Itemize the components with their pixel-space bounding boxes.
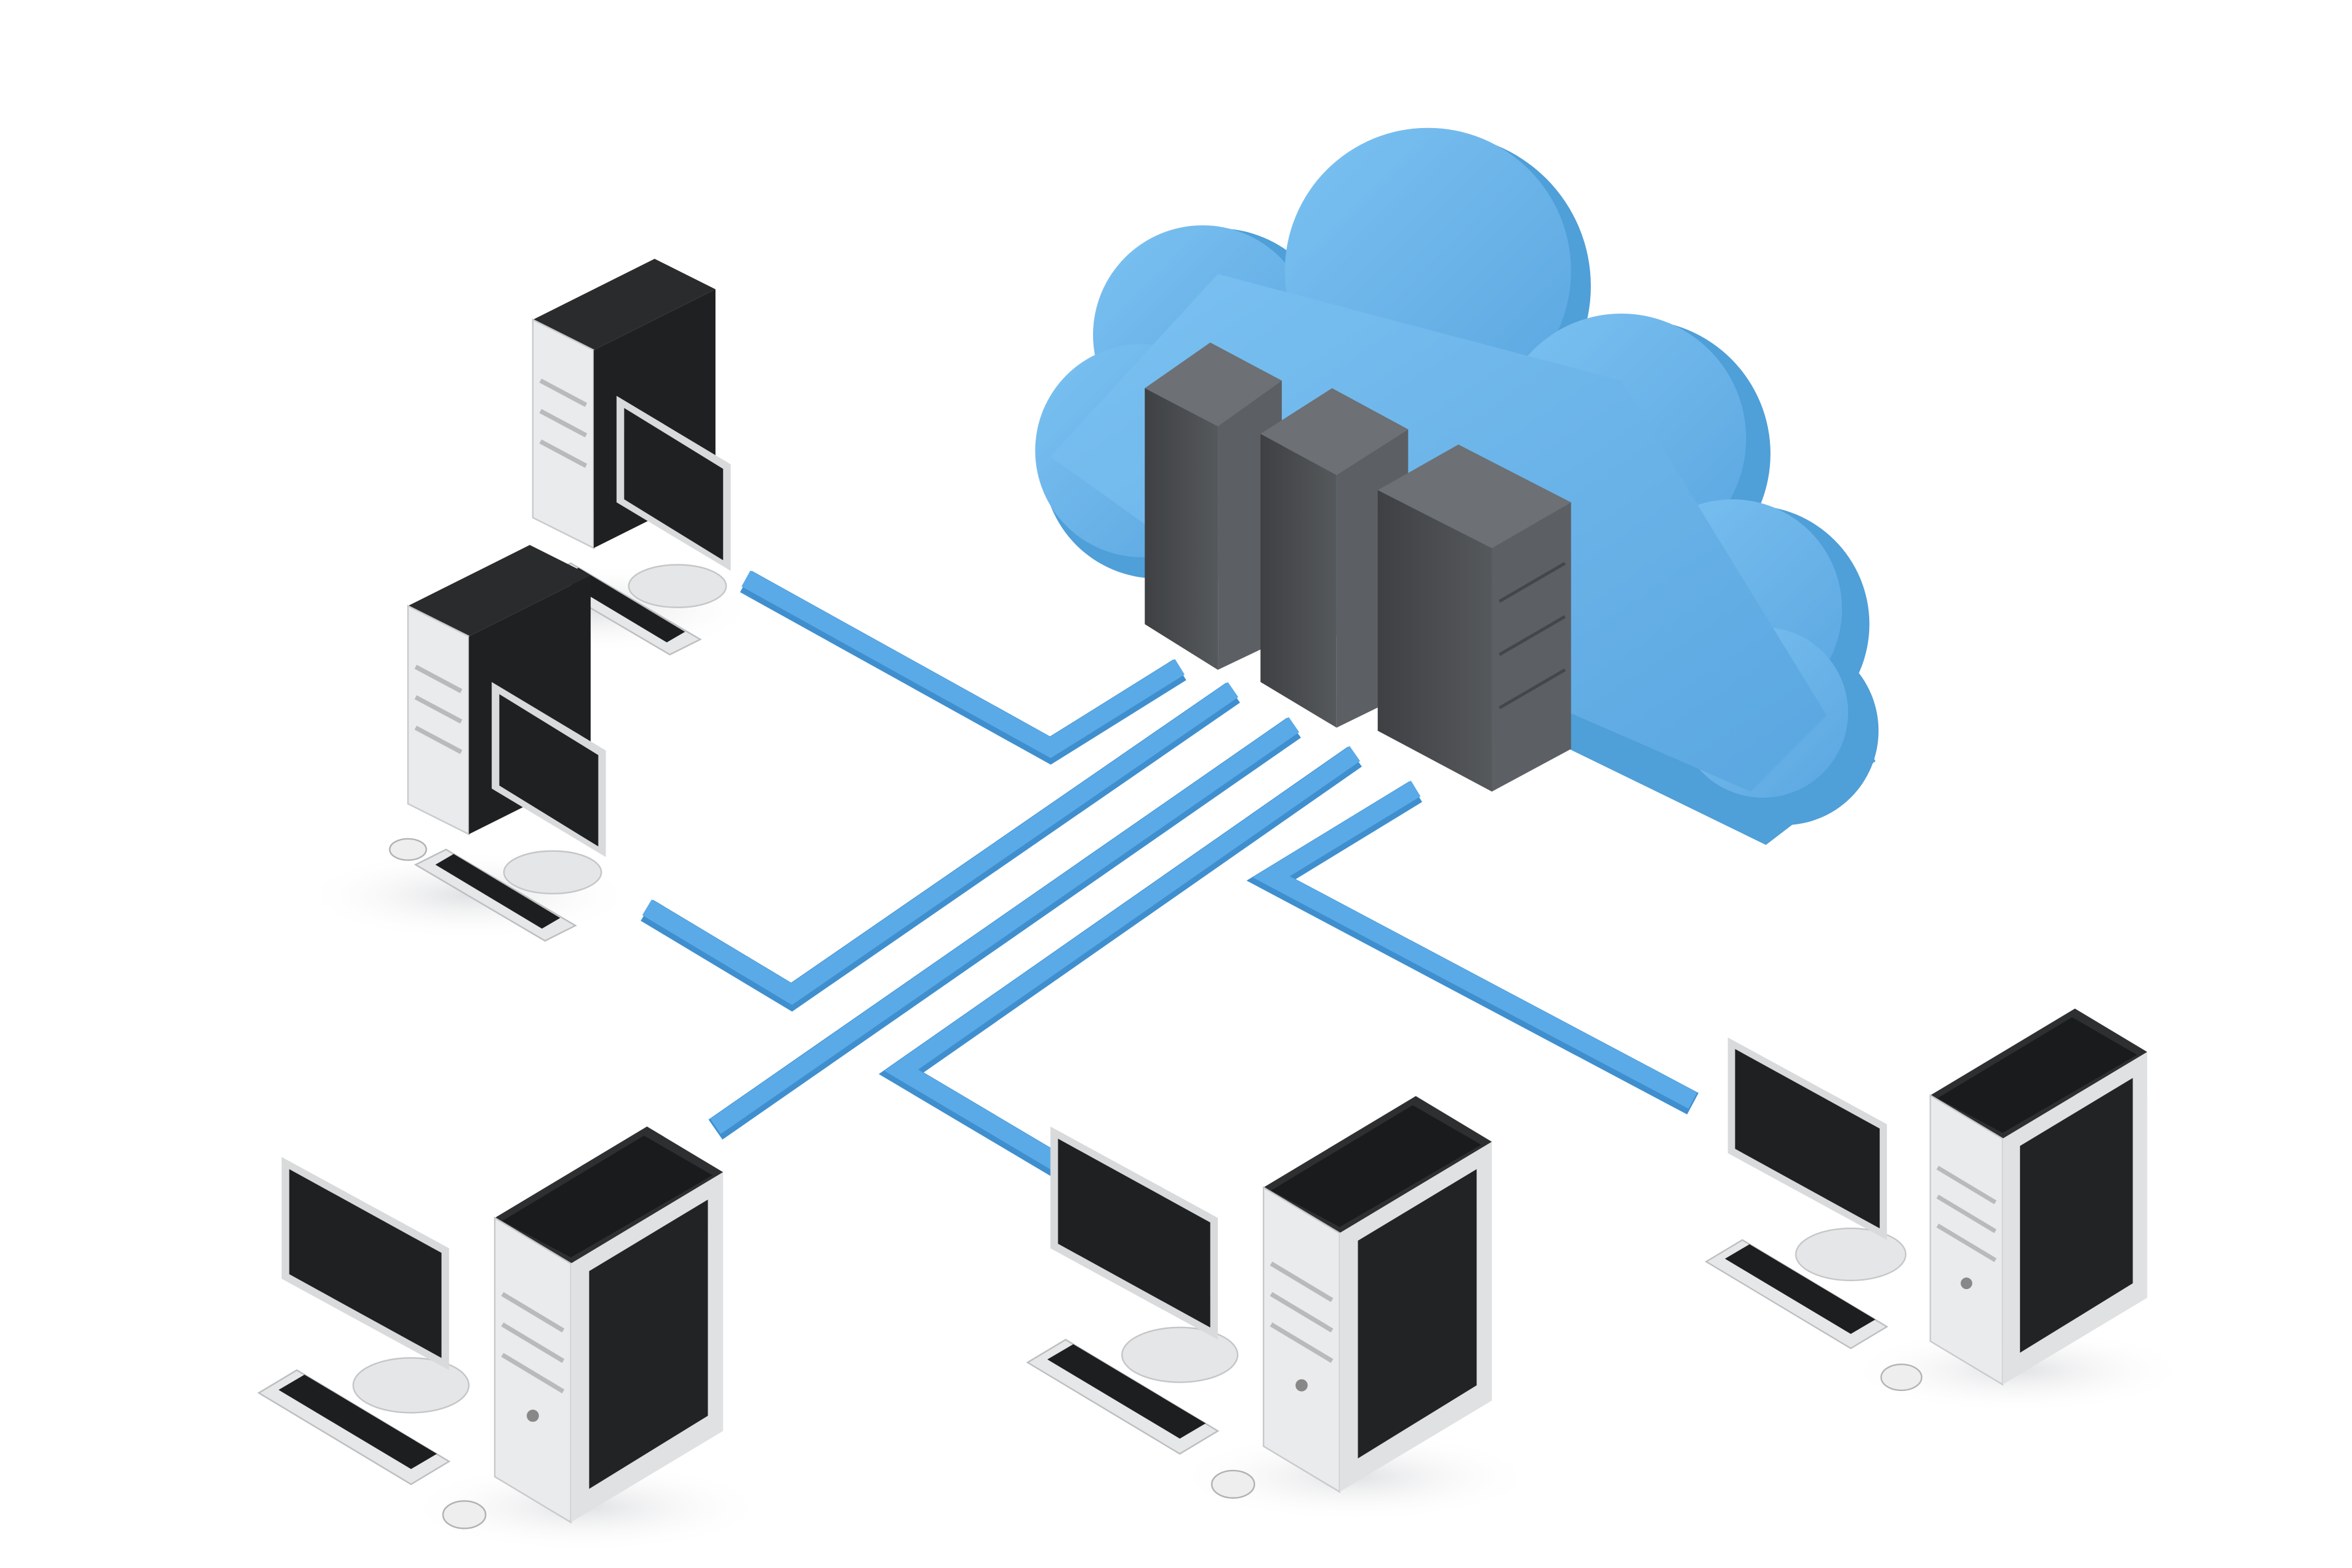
network-connectors [640, 570, 1699, 1190]
desktop-computer-icon [1028, 1096, 1538, 1522]
desktop-computer-icon [1706, 1009, 2191, 1414]
desktop-computer-icon [301, 545, 636, 941]
server-rack-icon [1145, 342, 1571, 792]
desktop-computer-icon [259, 1126, 769, 1552]
server-unit [1377, 444, 1571, 792]
